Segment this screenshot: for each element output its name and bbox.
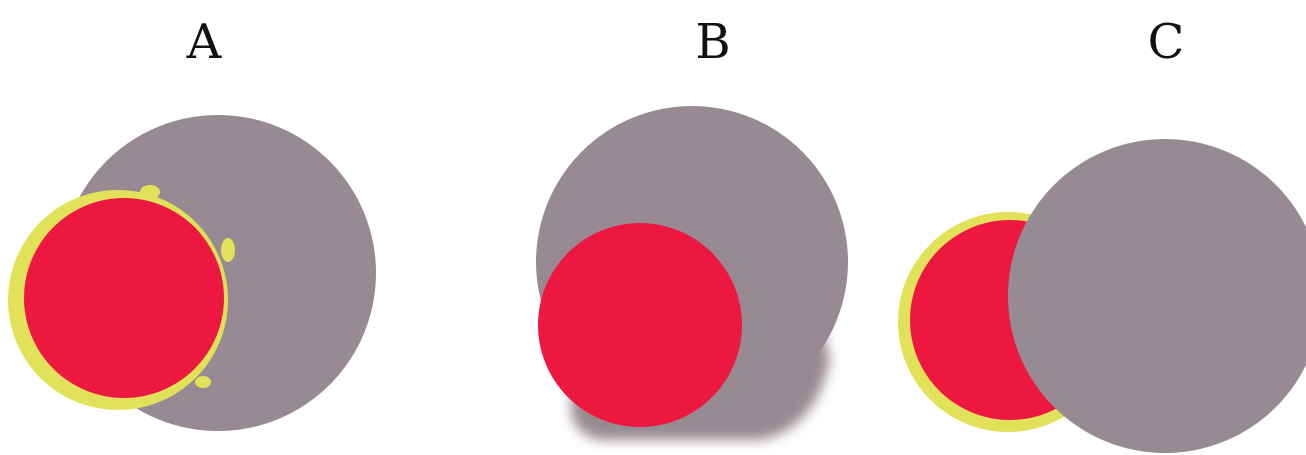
panel-b-red-circle [538, 223, 742, 427]
panel-a-rim-tip-top [140, 185, 160, 199]
panel-a-rim-tip-bottom [195, 376, 211, 388]
panel-a [8, 115, 376, 431]
panel-c [898, 139, 1306, 453]
panel-a-red-circle [24, 198, 224, 398]
panel-a-rim-tip-right [221, 238, 235, 262]
panel-b [536, 106, 848, 440]
